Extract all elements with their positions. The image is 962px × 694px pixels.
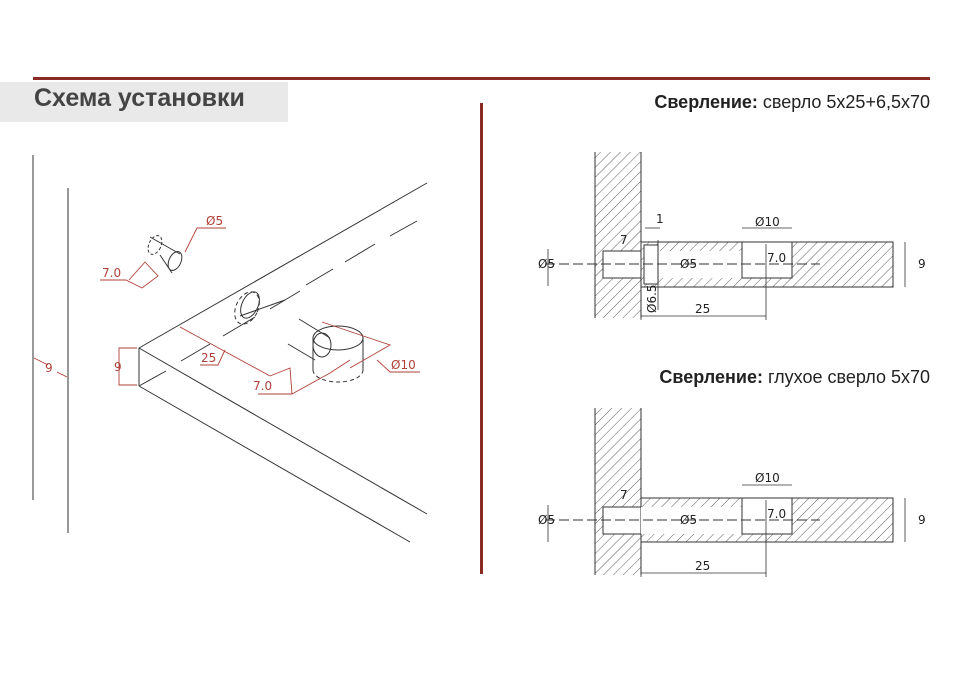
dim-length: 25 xyxy=(695,559,710,573)
dim-sleeve-diameter: Ø6.5 xyxy=(645,284,659,313)
dim-pin-length: 7.0 xyxy=(102,266,121,280)
dim-thickness: 9 xyxy=(918,257,926,271)
dim-step: 1 xyxy=(656,212,664,226)
header-rule xyxy=(33,77,930,80)
dim-channel-diameter: Ø5 xyxy=(680,513,697,527)
dim-cam-diameter: Ø10 xyxy=(755,215,780,229)
dim-cam-diameter: Ø10 xyxy=(391,358,416,372)
dim-cam-depth: 7.0 xyxy=(767,251,786,265)
drilling-heading-1: Сверление: сверло 5х25+6,5х70 xyxy=(654,92,930,113)
dim-wall-depth: 7 xyxy=(620,233,628,247)
dim-depth: 25 xyxy=(201,351,216,365)
dim-channel-diameter: Ø5 xyxy=(680,257,697,271)
drilling-value: глухое сверло 5х70 xyxy=(767,367,930,387)
dim-cam-diameter: Ø10 xyxy=(755,471,780,485)
column-divider xyxy=(480,103,483,574)
drilling-value: сверло 5х25+6,5х70 xyxy=(762,92,930,112)
drilling-heading-2: Сверление: глухое сверло 5х70 xyxy=(659,367,930,388)
dim-hole-diameter: Ø5 xyxy=(538,257,555,271)
drilling-label: Сверление: xyxy=(659,367,763,387)
dim-length: 25 xyxy=(695,302,710,316)
dim-pin-diameter: Ø5 xyxy=(206,214,223,228)
drilling-label: Сверление: xyxy=(654,92,758,112)
isometric-drawing xyxy=(32,155,428,543)
dim-panel-thickness: 9 xyxy=(114,360,122,374)
section-drawing-2: Ø5 Ø5 Ø10 7.0 9 25 7 xyxy=(538,408,926,577)
dim-cam-offset: 7.0 xyxy=(253,379,272,393)
section-drawing-1: Ø5 Ø5 Ø10 7.0 9 25 7 1 Ø6.5 xyxy=(538,152,926,320)
isometric-dimensions xyxy=(33,227,420,395)
dim-thickness: 9 xyxy=(918,513,926,527)
dim-wall-thickness: 9 xyxy=(45,361,53,375)
page-title: Схема установки xyxy=(34,84,245,112)
dim-cam-depth: 7.0 xyxy=(767,507,786,521)
title-box xyxy=(0,82,288,122)
dim-wall-depth: 7 xyxy=(620,488,628,502)
dim-hole-diameter: Ø5 xyxy=(538,513,555,527)
